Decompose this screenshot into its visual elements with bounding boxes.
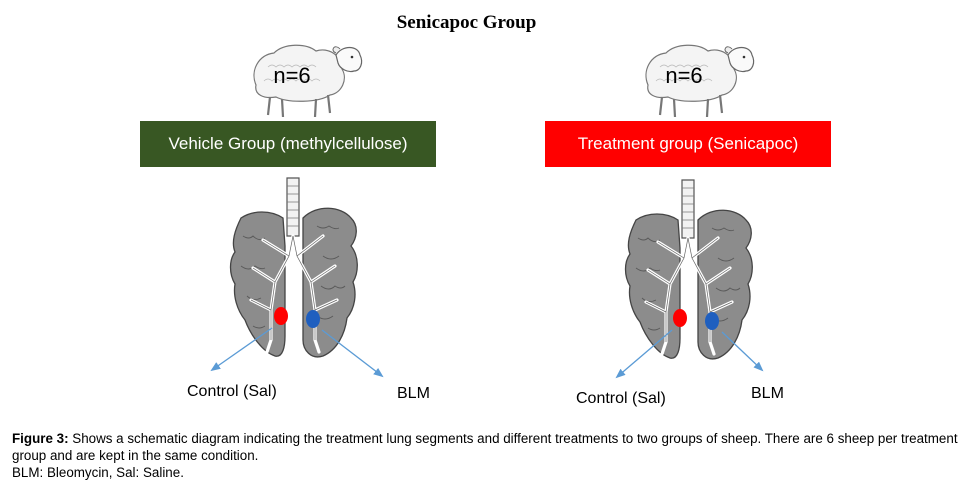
- treatment-group-box: Treatment group (Senicapoc): [545, 121, 831, 167]
- blm-arrow-vehicle: [321, 329, 384, 378]
- sample-size-label-treatment: n=6: [665, 63, 702, 88]
- lungs-illustration-treatment: [623, 178, 754, 361]
- caption-abbreviations: BLM: Bleomycin, Sal: Saline.: [12, 465, 184, 480]
- blm-arrow-treatment: [721, 331, 764, 372]
- blm-label-treatment: BLM: [751, 385, 784, 402]
- figure-number: Figure 3:: [12, 431, 69, 446]
- diagram-title: Senicapoc Group: [396, 12, 537, 33]
- blm-segment-marker-vehicle: [306, 310, 320, 328]
- control-arrow-treatment: [615, 329, 673, 379]
- blm-label-vehicle: BLM: [397, 385, 430, 402]
- figure-caption: Figure 3: Shows a schematic diagram indi…: [12, 430, 960, 481]
- sample-size-label-vehicle: n=6: [273, 63, 310, 88]
- control-label-treatment: Control (Sal): [576, 390, 666, 407]
- lungs-illustration-vehicle: [228, 176, 359, 359]
- control-segment-marker-vehicle: [274, 307, 288, 325]
- diagram-canvas: n=6 n=6: [210, 44, 764, 379]
- control-label-vehicle: Control (Sal): [187, 383, 277, 400]
- caption-text: Shows a schematic diagram indicating the…: [12, 431, 958, 463]
- blm-segment-marker-treatment: [705, 312, 719, 330]
- control-arrow-vehicle: [210, 327, 273, 372]
- control-segment-marker-treatment: [673, 309, 687, 327]
- vehicle-group-box: Vehicle Group (methylcellulose): [140, 121, 436, 167]
